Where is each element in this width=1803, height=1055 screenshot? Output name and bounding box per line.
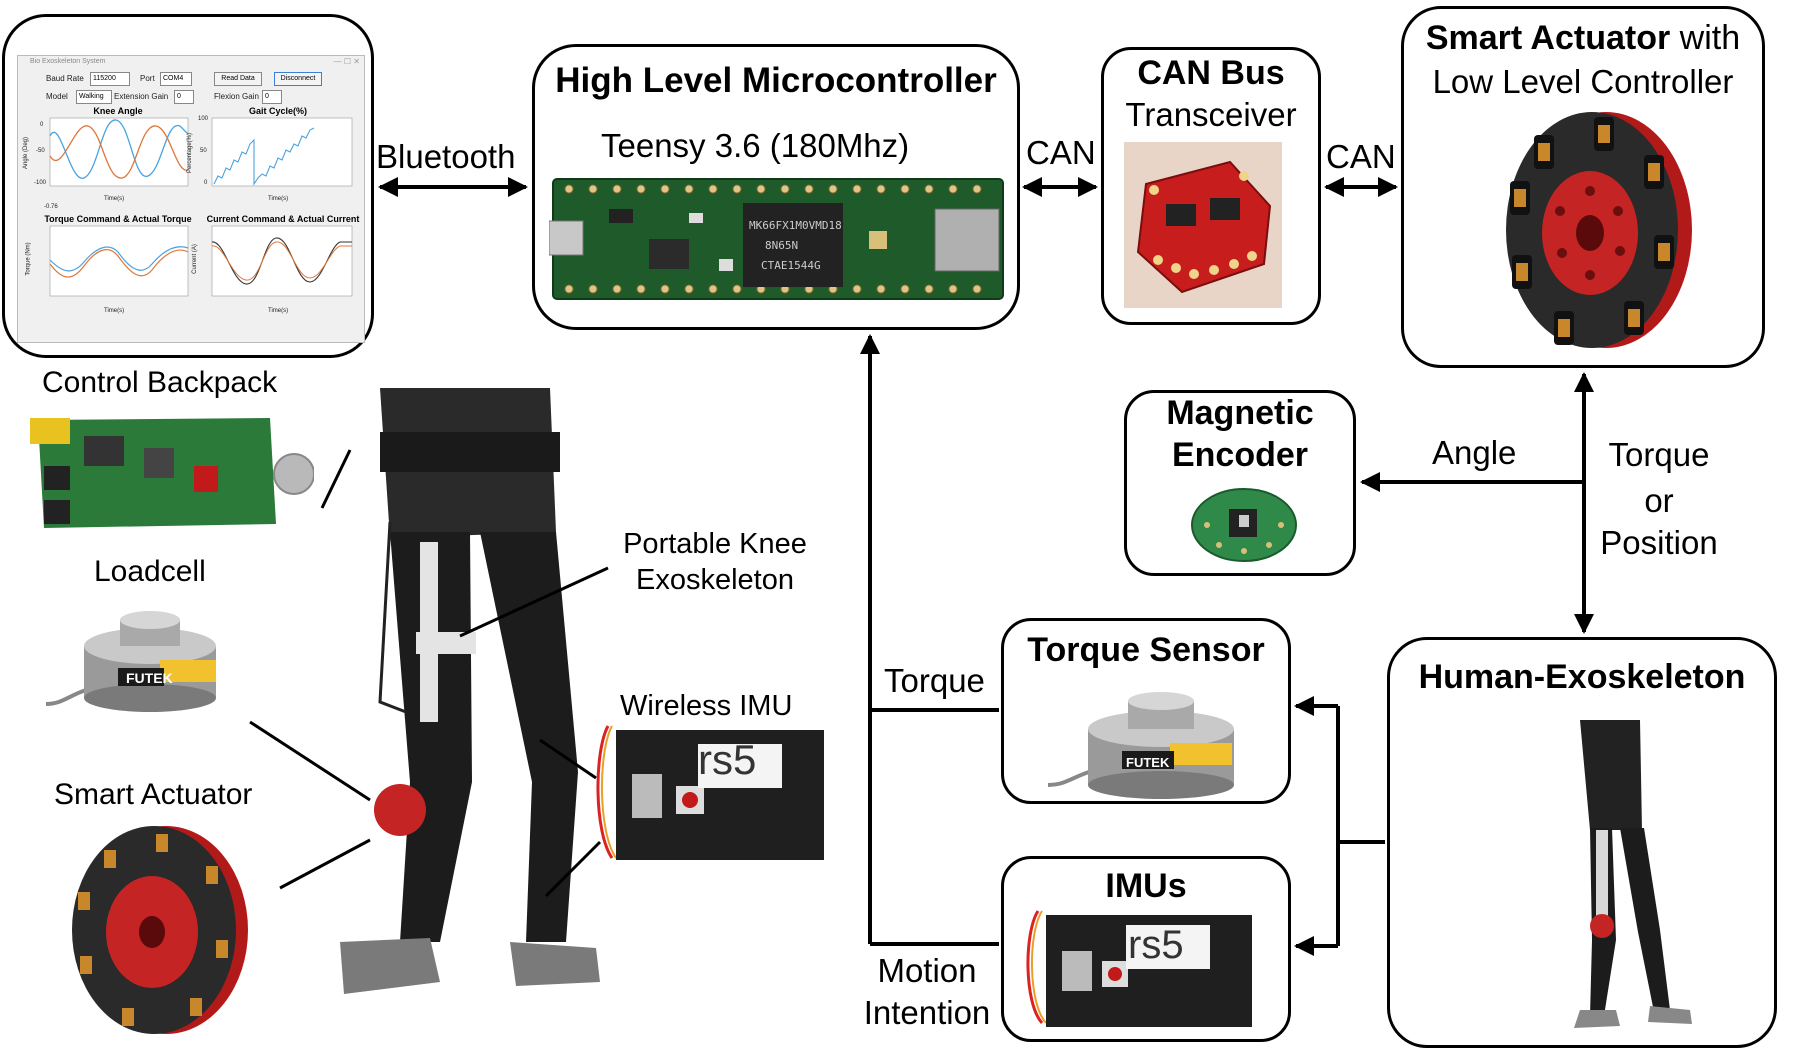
angle-label: Angle — [1432, 434, 1517, 471]
imu-leader-1 — [539, 738, 597, 780]
control-backpack-image — [30, 418, 314, 528]
human-exoskeleton-block: Human-Exoskeleton — [1387, 637, 1777, 1048]
torque-sensor-block: Torque Sensor FUTEK — [1001, 618, 1291, 804]
gait-y-tick-3: 0 — [204, 180, 208, 186]
portable-knee-label-line2: Exoskeleton — [636, 564, 794, 596]
gui-charts — [49, 117, 353, 297]
magnetic-encoder-block: Magnetic Encoder — [1124, 390, 1356, 576]
extension-gain-label: Extension Gain — [114, 92, 169, 101]
knee-extra-tick: -0.76 — [44, 204, 58, 210]
magnetic-encoder-title-line1: Magnetic — [1166, 394, 1314, 432]
can-bus-transceiver-block: CAN Bus Transceiver — [1101, 47, 1321, 325]
smart-actuator-left-image — [72, 826, 248, 1034]
knee-y-tick-2: -50 — [36, 148, 45, 154]
smart-actuator-block: Smart Actuator with Low Level Controller — [1401, 6, 1765, 368]
port-select[interactable]: COM4 — [160, 72, 192, 86]
torque-sensor-brand: FUTEK — [1126, 755, 1170, 770]
knee-angle-chart-title: Knee Angle — [93, 106, 143, 116]
loadcell-image — [46, 611, 216, 712]
extension-gain-field[interactable]: 0 — [174, 90, 194, 104]
current-xlabel: Time(s) — [268, 308, 289, 314]
gait-y-tick-1: 100 — [198, 116, 209, 122]
torque-or-position-line2: or — [1644, 482, 1674, 519]
read-data-button[interactable]: Read Data — [214, 72, 262, 86]
loadcell-brand: FUTEK — [126, 670, 173, 686]
imus-board-image — [1026, 910, 1252, 1027]
torque-xlabel: Time(s) — [104, 308, 125, 314]
model-label: Model — [46, 92, 68, 101]
magnetic-encoder-image — [1191, 488, 1297, 562]
imu-leader-2 — [544, 840, 602, 898]
baud-rate-select[interactable]: 115200 — [90, 72, 130, 86]
imus-board-text: rs5 — [1128, 923, 1184, 967]
gui-window: Bio Exoskeleton System — ☐ ✕ Baud Rate 1… — [17, 55, 365, 343]
torque-chart-title: Torque Command & Actual Torque — [44, 214, 192, 224]
flexion-gain-label: Flexion Gain — [214, 92, 259, 101]
teensy-label: Teensy 3.6 (180Mhz) — [601, 127, 910, 164]
torque-sensor-image — [1048, 692, 1234, 799]
imus-block: IMUs rs5 — [1001, 856, 1291, 1042]
knee-y-tick-1: 0 — [40, 122, 44, 128]
chip-text-3: CTAE1544G — [761, 259, 821, 272]
current-chart-title: Current Command & Actual Current — [206, 214, 360, 224]
actuator-leader — [279, 838, 371, 890]
gait-xlabel: Time(s) — [268, 196, 289, 202]
torque-or-position-line1: Torque — [1608, 436, 1710, 473]
chip-text-2: 8N65N — [765, 239, 799, 252]
gait-cycle-chart-title: Gait Cycle(%) — [248, 106, 308, 116]
window-controls: — ☐ ✕ — [333, 57, 360, 66]
smart-actuator-image — [1506, 112, 1692, 348]
knee-xlabel: Time(s) — [104, 196, 125, 202]
portable-knee-label-line1: Portable Knee — [623, 528, 807, 560]
can-bus-title: CAN Bus — [1137, 54, 1285, 92]
can-left-label: CAN — [1026, 134, 1096, 171]
wireless-imu-board-text: rs5 — [698, 736, 757, 783]
teensy-board-image — [549, 178, 1004, 300]
loadcell-leader — [249, 720, 371, 802]
smart-actuator-label: Smart Actuator — [54, 778, 253, 811]
magnetic-encoder-title-line2: Encoder — [1171, 436, 1309, 474]
imus-title: IMUs — [1105, 867, 1187, 905]
wireless-imu-image — [596, 725, 824, 860]
human-exoskeleton-image — [1574, 720, 1692, 1028]
gui-panel: Bio Exoskeleton System — ☐ ✕ Baud Rate 1… — [2, 14, 374, 358]
flexion-gain-field[interactable]: 0 — [262, 90, 282, 104]
can-transceiver-image — [1124, 142, 1282, 308]
torque-sensor-title: Torque Sensor — [1027, 631, 1265, 669]
disconnect-button[interactable]: Disconnect — [274, 72, 322, 86]
high-level-microcontroller-block: High Level Microcontroller Teensy 3.6 (1… — [532, 44, 1020, 330]
baud-rate-label: Baud Rate — [46, 74, 84, 83]
backpack-leader — [320, 449, 352, 509]
high-level-title: High Level Microcontroller — [555, 61, 997, 100]
low-level-controller-label: Low Level Controller — [1432, 63, 1734, 100]
torque-or-position-line3: Position — [1600, 524, 1718, 561]
wireless-imu-label: Wireless IMU — [620, 690, 793, 722]
bluetooth-label: Bluetooth — [376, 138, 516, 175]
gui-window-title: Bio Exoskeleton System — [30, 58, 106, 65]
loadcell-label: Loadcell — [94, 555, 206, 588]
transceiver-label: Transceiver — [1125, 96, 1297, 133]
motion-intention-line1: Motion — [877, 952, 977, 989]
smart-actuator-title-bold: Smart Actuator — [1425, 19, 1671, 57]
can-right-label: CAN — [1326, 138, 1396, 175]
knee-y-tick-3: -100 — [34, 180, 47, 186]
smart-actuator-title-rest: with — [1670, 19, 1741, 57]
gait-y-tick-2: 50 — [200, 148, 207, 154]
control-backpack-label: Control Backpack — [42, 366, 278, 399]
port-label: Port — [140, 74, 155, 83]
chip-text-1: MK66FX1M0VMD18 — [749, 219, 842, 232]
knee-leader — [459, 566, 609, 638]
person-with-exoskeleton-image — [340, 388, 600, 994]
torque-label: Torque — [884, 662, 985, 699]
motion-intention-line2: Intention — [863, 994, 991, 1031]
smart-actuator-title: Smart Actuator with — [1404, 19, 1762, 58]
human-exoskeleton-title: Human-Exoskeleton — [1418, 658, 1746, 696]
model-select[interactable]: Walking — [76, 90, 112, 104]
